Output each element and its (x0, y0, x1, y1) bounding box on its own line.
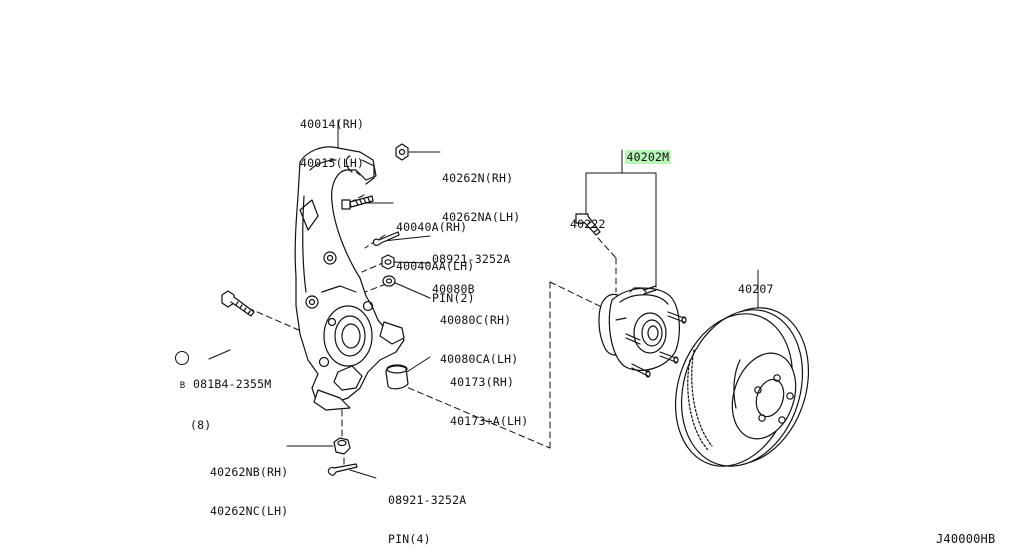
label-upper-nut-lh: 40262NA(LH) (442, 210, 521, 224)
label-washer-rh: 40080C(RH) (440, 313, 512, 327)
drawing-id: J40000HB (936, 532, 996, 546)
label-hub-bolt-left-number: 081B4-2355M (193, 377, 272, 391)
upper-cotter-pin (372, 231, 400, 246)
label-hub-assembly-number: 40202M (624, 150, 672, 164)
label-upper-pin-number: 08921-3252A (432, 252, 511, 266)
label-lower-nut: 40262NB(RH) 40262NC(LH) (210, 440, 288, 544)
label-washer: 40080C(RH) 40080CA(LH) (440, 288, 518, 392)
hub-assembly (598, 285, 687, 378)
label-lower-pin-qty: PIN(4) (388, 532, 431, 546)
circle-b-marker (175, 351, 189, 365)
hub-bolt-40222 (575, 213, 601, 236)
upper-bolt (341, 195, 374, 210)
label-hub-bolt: 40222 (570, 192, 606, 257)
label-nut-b-number: 40080B (432, 282, 475, 296)
label-knuckle-lh: 40015(LH) (300, 156, 365, 170)
label-upper-pin-qty: PIN(2) (432, 291, 475, 305)
label-hub-bolt-left-prefix: B (179, 381, 186, 391)
label-upper-pin: 08921-3252A PIN(2) (432, 227, 510, 331)
label-lower-pin-number: 08921-3252A (388, 493, 467, 507)
label-upper-nut-rh: 40262N(RH) (442, 171, 514, 185)
label-rotor-number: 40207 (738, 282, 774, 296)
label-upper-nut: 40262N(RH) 40262NA(LH) (442, 146, 520, 250)
label-knuckle: 40014(RH) 40015(LH) (300, 92, 364, 196)
label-knuckle-rh: 40014(RH) (300, 117, 365, 131)
washer (382, 275, 396, 287)
lower-cotter-pin (327, 463, 358, 476)
label-hub-bolt-left: B 081B4-2355M (8) (176, 352, 271, 458)
steering-knuckle (294, 146, 405, 411)
label-hub-bolt-left-qty: (8) (190, 418, 212, 432)
label-nut-b: 40080B (432, 257, 475, 322)
label-hub-bolt-number: 40222 (570, 217, 606, 231)
label-rotor: 40207 (738, 257, 774, 322)
label-dust-cover: 40173(RH) 40173+A(LH) (450, 350, 528, 454)
label-washer-lh: 40080CA(LH) (440, 352, 519, 366)
label-hub-assembly: 40202M (596, 138, 672, 177)
nut-40080b (381, 254, 395, 270)
dust-cover (385, 364, 409, 390)
lower-nut (333, 437, 351, 455)
label-upper-bolt-rh: 40040A(RH) (396, 220, 468, 234)
label-dust-cover-rh: 40173(RH) (450, 375, 515, 389)
label-lower-nut-rh: 40262NB(RH) (210, 465, 289, 479)
upper-nut (395, 143, 409, 161)
brake-rotor (674, 307, 810, 467)
label-lower-nut-lh: 40262NC(LH) (210, 504, 289, 518)
label-upper-bolt-lh: 40040AA(LH) (396, 259, 475, 273)
assembly-dashed-lines (247, 159, 617, 467)
label-upper-bolt: 40040A(RH) 40040AA(LH) (396, 195, 474, 299)
label-lower-pin: 08921-3252A PIN(4) (388, 468, 466, 558)
left-hub-bolt (221, 290, 255, 317)
label-dust-cover-lh: 40173+A(LH) (450, 414, 529, 428)
